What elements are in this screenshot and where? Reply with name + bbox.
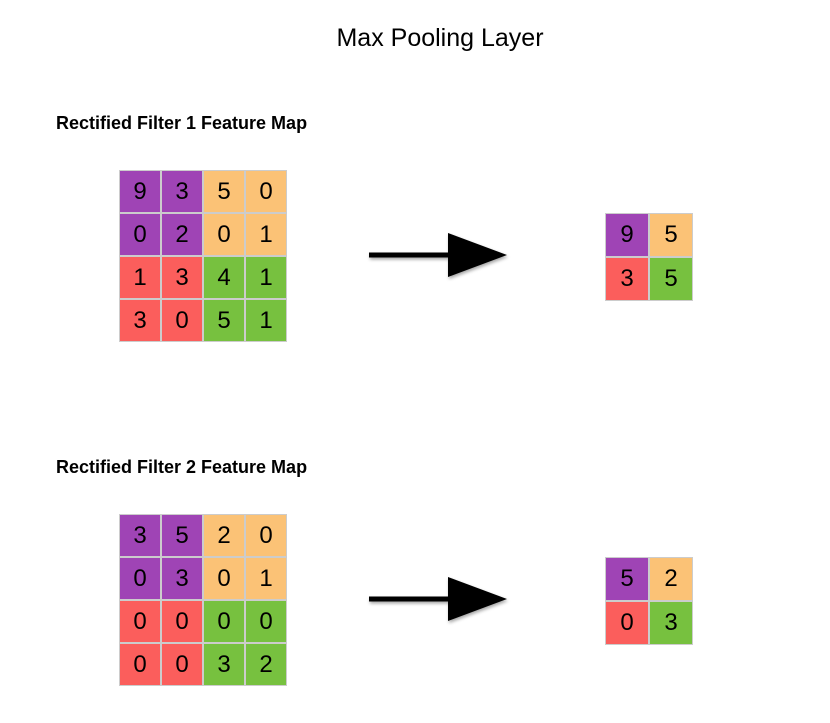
matrix-cell: 3 [650,602,692,644]
matrix-cell: 5 [606,558,648,600]
matrix-cell: 0 [204,558,244,599]
matrix-cell: 9 [120,171,160,212]
matrix-cell: 3 [162,171,202,212]
matrix-cell: 5 [650,258,692,300]
matrix-cell: 5 [204,171,244,212]
matrix-cell: 0 [120,558,160,599]
page-title: Max Pooling Layer [336,24,544,52]
matrix-cell: 3 [162,257,202,298]
matrix-cell: 2 [650,558,692,600]
matrix-cell: 0 [162,300,202,341]
matrix-cell: 5 [650,214,692,256]
matrix-cell: 0 [246,171,286,212]
matrix-cell: 2 [246,644,286,685]
matrix-cell: 5 [162,515,202,556]
matrix-cell: 3 [606,258,648,300]
matrix-cell: 1 [246,257,286,298]
matrix-cell: 3 [162,558,202,599]
matrix-cell: 3 [120,300,160,341]
matrix-cell: 1 [246,214,286,255]
matrix-cell: 0 [246,601,286,642]
matrix-cell: 0 [120,644,160,685]
matrix-cell: 0 [120,214,160,255]
matrix-cell: 5 [204,300,244,341]
matrix-cell: 2 [204,515,244,556]
matrix-cell: 3 [120,515,160,556]
matrix-cell: 0 [162,601,202,642]
matrix-cell: 1 [120,257,160,298]
matrix-cell: 9 [606,214,648,256]
matrix-cell: 1 [246,300,286,341]
matrix-cell: 1 [246,558,286,599]
filter-1-heading: Rectified Filter 1 Feature Map [56,113,308,133]
matrix-cell: 0 [246,515,286,556]
matrix-cell: 0 [204,214,244,255]
matrix-cell: 0 [204,601,244,642]
right-arrow-icon [368,576,508,622]
filter-2-heading: Rectified Filter 2 Feature Map [56,457,308,477]
matrix-cell: 0 [162,644,202,685]
matrix-cell: 3 [204,644,244,685]
matrix-cell: 2 [162,214,202,255]
matrix-cell: 4 [204,257,244,298]
matrix-cell: 0 [120,601,160,642]
right-arrow-icon [368,232,508,278]
matrix-cell: 0 [606,602,648,644]
